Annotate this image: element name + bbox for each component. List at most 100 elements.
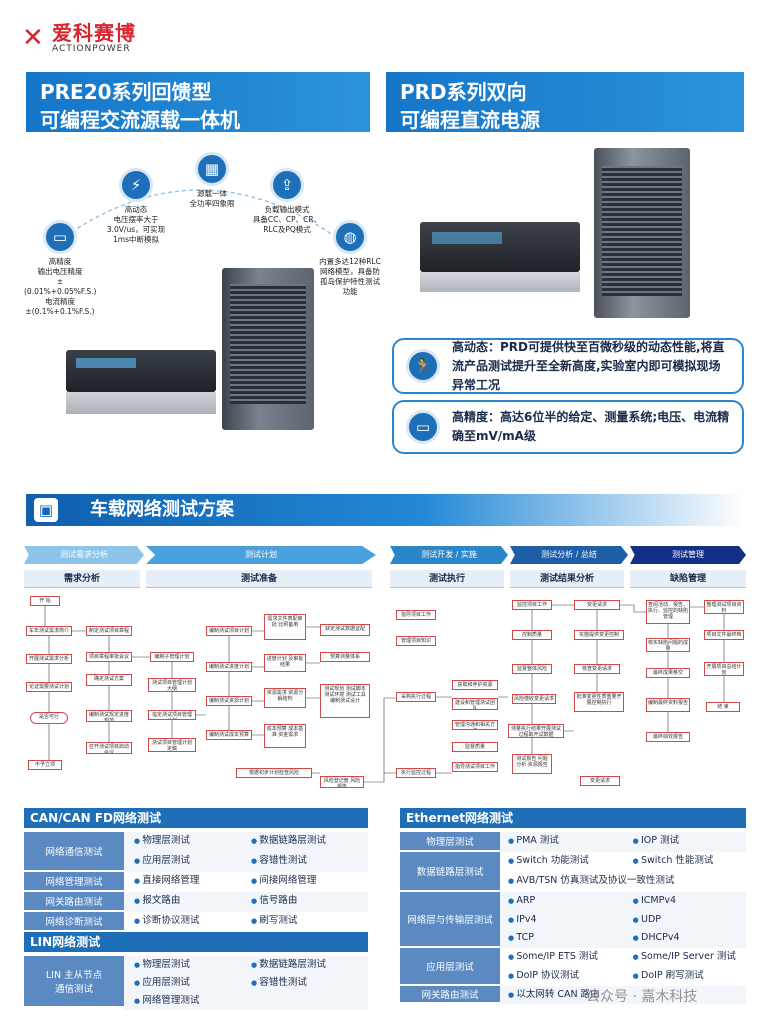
can-table-title: CAN/CAN FD网络测试	[24, 808, 368, 828]
can-row-label: 网络通信测试	[24, 832, 124, 872]
battery-icon: ▭	[43, 220, 77, 254]
lin-table-title: LIN网络测试	[24, 932, 368, 952]
eth-item: TCP	[508, 929, 633, 948]
can-table: CAN/CAN FD网络测试 网络通信测试 物理层测试 数据链路层测试 应用层测…	[24, 808, 368, 932]
car-icon: ▣	[34, 498, 58, 522]
flow-box: 监控项目工作	[512, 600, 552, 610]
prd-feature-precision: ▭ 高精度：高达6位半的给定、测量系统;电压、电流精确至mV/mA级	[392, 400, 744, 454]
pre-node-2: ▦ 源载一体 全功率四象限	[176, 152, 248, 209]
eth-item: Switch 功能测试	[508, 852, 633, 872]
flow-box: 最终成果移交	[646, 668, 690, 678]
phase-4: 测试管理	[630, 546, 746, 564]
flow-box: 确定测试方案	[86, 674, 132, 686]
eth-item: Switch 性能测试	[633, 852, 746, 872]
can-row-3: 网络诊断测试 诊断协议测试 刷写测试	[24, 912, 368, 932]
flow-box: 测试报告 问题分析 资源报告	[512, 754, 552, 774]
lin-row-0: LIN 主从节点 通信测试 物理层测试 数据链路层测试 应用层测试 容错性测试 …	[24, 956, 368, 1010]
flow-box: 测试项目管理计划定稿	[148, 738, 196, 752]
pre-node-text: 高动态 电压摆率大于 3.0V/us，可实现 1ms中断模拟	[106, 205, 166, 244]
flow-box: 变更请求	[580, 776, 620, 786]
eth-row-3: 应用层测试 Some/IP ETS 测试 Some/IP Server 测试 D…	[400, 948, 746, 986]
eth-item: ARP	[508, 892, 633, 911]
pre20-desktop-base	[66, 392, 216, 414]
lin-item: 网络管理测试	[134, 992, 251, 1010]
flow-box: 开 始	[30, 596, 60, 606]
flow-box: 指导项目工作	[396, 610, 436, 620]
feature-arc	[59, 189, 341, 241]
pre20-title-band: PRE20系列回馈型 可编程交流源载一体机	[26, 72, 370, 132]
flow-box: 核实缺陷问题的成果	[646, 638, 690, 652]
flow-box: 编制测试项目计划	[206, 626, 252, 636]
pre-node-0: ▭ 高精度 输出电压精度 ±(0.01%+0.05%F.S.) 电流精度 ±(0…	[24, 220, 96, 317]
flow-box: 进度计划 及审批结果	[264, 654, 306, 672]
flow-box: 预算测量体系	[320, 652, 370, 662]
watermark: 公众号 · 嘉木科技	[586, 989, 698, 1005]
flow-box: 管理项目知识	[396, 636, 436, 646]
prd-desktop-unit	[420, 222, 580, 272]
flow-box: 整理测试项目资料	[704, 600, 744, 614]
eth-item: DHCPv4	[633, 929, 746, 948]
flow-box: 编制子管理计划	[150, 652, 194, 662]
flow-box: 指定测试项目管理计划	[148, 710, 196, 720]
eth-table: Ethernet网络测试 物理层测试 PMA 测试 IOP 测试 数据链路层测试…	[400, 808, 746, 1004]
flow-box: 变更请求	[574, 600, 620, 610]
lin-table: LIN网络测试 LIN 主从节点 通信测试 物理层测试 数据链路层测试 应用层测…	[24, 932, 368, 1010]
flow-box: 编制测试规定进度规范	[86, 710, 132, 722]
eth-row-label: 网络层与传输层测试	[400, 892, 500, 948]
eth-row-label: 物理层测试	[400, 832, 500, 852]
brand-mark-icon: ✕	[22, 23, 44, 53]
flow-box: 项目章程审批会议	[86, 652, 132, 662]
flow-box: 风险偿收变更请求	[512, 694, 556, 704]
brand-logo: ✕ 爱科赛博 ACTIONPOWER	[22, 22, 136, 54]
flow-box: 根据初步计划检查风险	[236, 768, 312, 778]
eth-item: IOP 测试	[633, 832, 746, 852]
eth-item: UDP	[633, 911, 746, 930]
flow-box: 监督整体风险	[512, 664, 552, 674]
subphase-3: 测试结果分析	[510, 570, 624, 588]
flow-box: 开展测试需求分析	[26, 654, 72, 664]
can-item: 间接网络管理	[251, 872, 368, 892]
flow-box: 风险登记册 风险报告	[320, 776, 364, 788]
phase-2: 测试开发 / 实施	[390, 546, 508, 564]
lin-item: 容错性测试	[251, 974, 368, 992]
can-item: 诊断协议测试	[134, 912, 251, 932]
plug-icon: ⚡	[119, 168, 153, 202]
battery-icon: ▭	[406, 410, 440, 444]
flow-box: 执行监控过程	[396, 768, 436, 778]
pre20-title-line1: PRE20系列回馈型	[40, 80, 212, 104]
pre-node-4: ◍ 内置多达12种RLC 网络模型，具备防 孤岛保护特性测试 功能	[316, 220, 384, 297]
flow-box: 制定测试项目章程	[86, 626, 132, 636]
flow-box: 编制最终资料报告	[646, 698, 690, 712]
flow-box: 资源需求 资源分解结构	[264, 688, 306, 708]
flow-decision: 是否可行	[30, 712, 68, 724]
prd-feature-text: 高精度：高达6位半的给定、测量系统;电压、电流精确至mV/mA级	[452, 410, 730, 443]
pre-node-text: 负载输出模式 具备CC、CP、CR、 RLC及PQ模式	[252, 205, 322, 234]
grid-icon: ▦	[195, 152, 229, 186]
eth-item: IPv4	[508, 911, 633, 930]
can-row-label: 网络诊断测试	[24, 912, 124, 932]
flow-box: 采购执行过程	[396, 692, 436, 702]
prd-desktop-base	[420, 272, 580, 292]
can-item: 物理层测试	[134, 832, 251, 852]
flow-box: 建设和管理测试团队	[452, 698, 498, 710]
flow-box: 不予立项	[28, 760, 62, 770]
brand-name-en: ACTIONPOWER	[52, 44, 131, 54]
flow-box: 开展项目总结计划	[704, 662, 744, 676]
flow-box: 实施提供变更控制	[574, 630, 624, 640]
eth-row-label: 网关路由测试	[400, 986, 500, 1004]
eth-item: DoIP 协议测试	[508, 967, 633, 986]
pre20-title-line2: 可编程交流源载一体机	[40, 108, 240, 132]
prd-cabinet	[594, 148, 690, 318]
pre-node-text: 内置多达12种RLC 网络模型，具备防 孤岛保护特性测试 功能	[319, 257, 381, 296]
flow-box: 成本预算 成本基准 资金需求	[264, 724, 306, 748]
can-item: 容错性测试	[251, 852, 368, 872]
can-item: 直接网络管理	[134, 872, 251, 892]
eth-table-title: Ethernet网络测试	[400, 808, 746, 828]
phase-3: 测试分析 / 总结	[510, 546, 628, 564]
section-title: 车载网络测试方案	[26, 494, 746, 526]
eth-row-1: 数据链路层测试 Switch 功能测试 Switch 性能测试 AVB/TSN …	[400, 852, 746, 892]
prd-feature-dynamic: 🏃 高动态：PRD可提供快至百微秒级的动态性能,将直流产品测试提升至全新高度,实…	[392, 338, 744, 394]
flow-box: 编制测试资源计划	[206, 696, 252, 706]
upload-icon: ⇪	[270, 168, 304, 202]
eth-row-4: 网关路由测试 以太网转 CAN 路由	[400, 986, 746, 1004]
